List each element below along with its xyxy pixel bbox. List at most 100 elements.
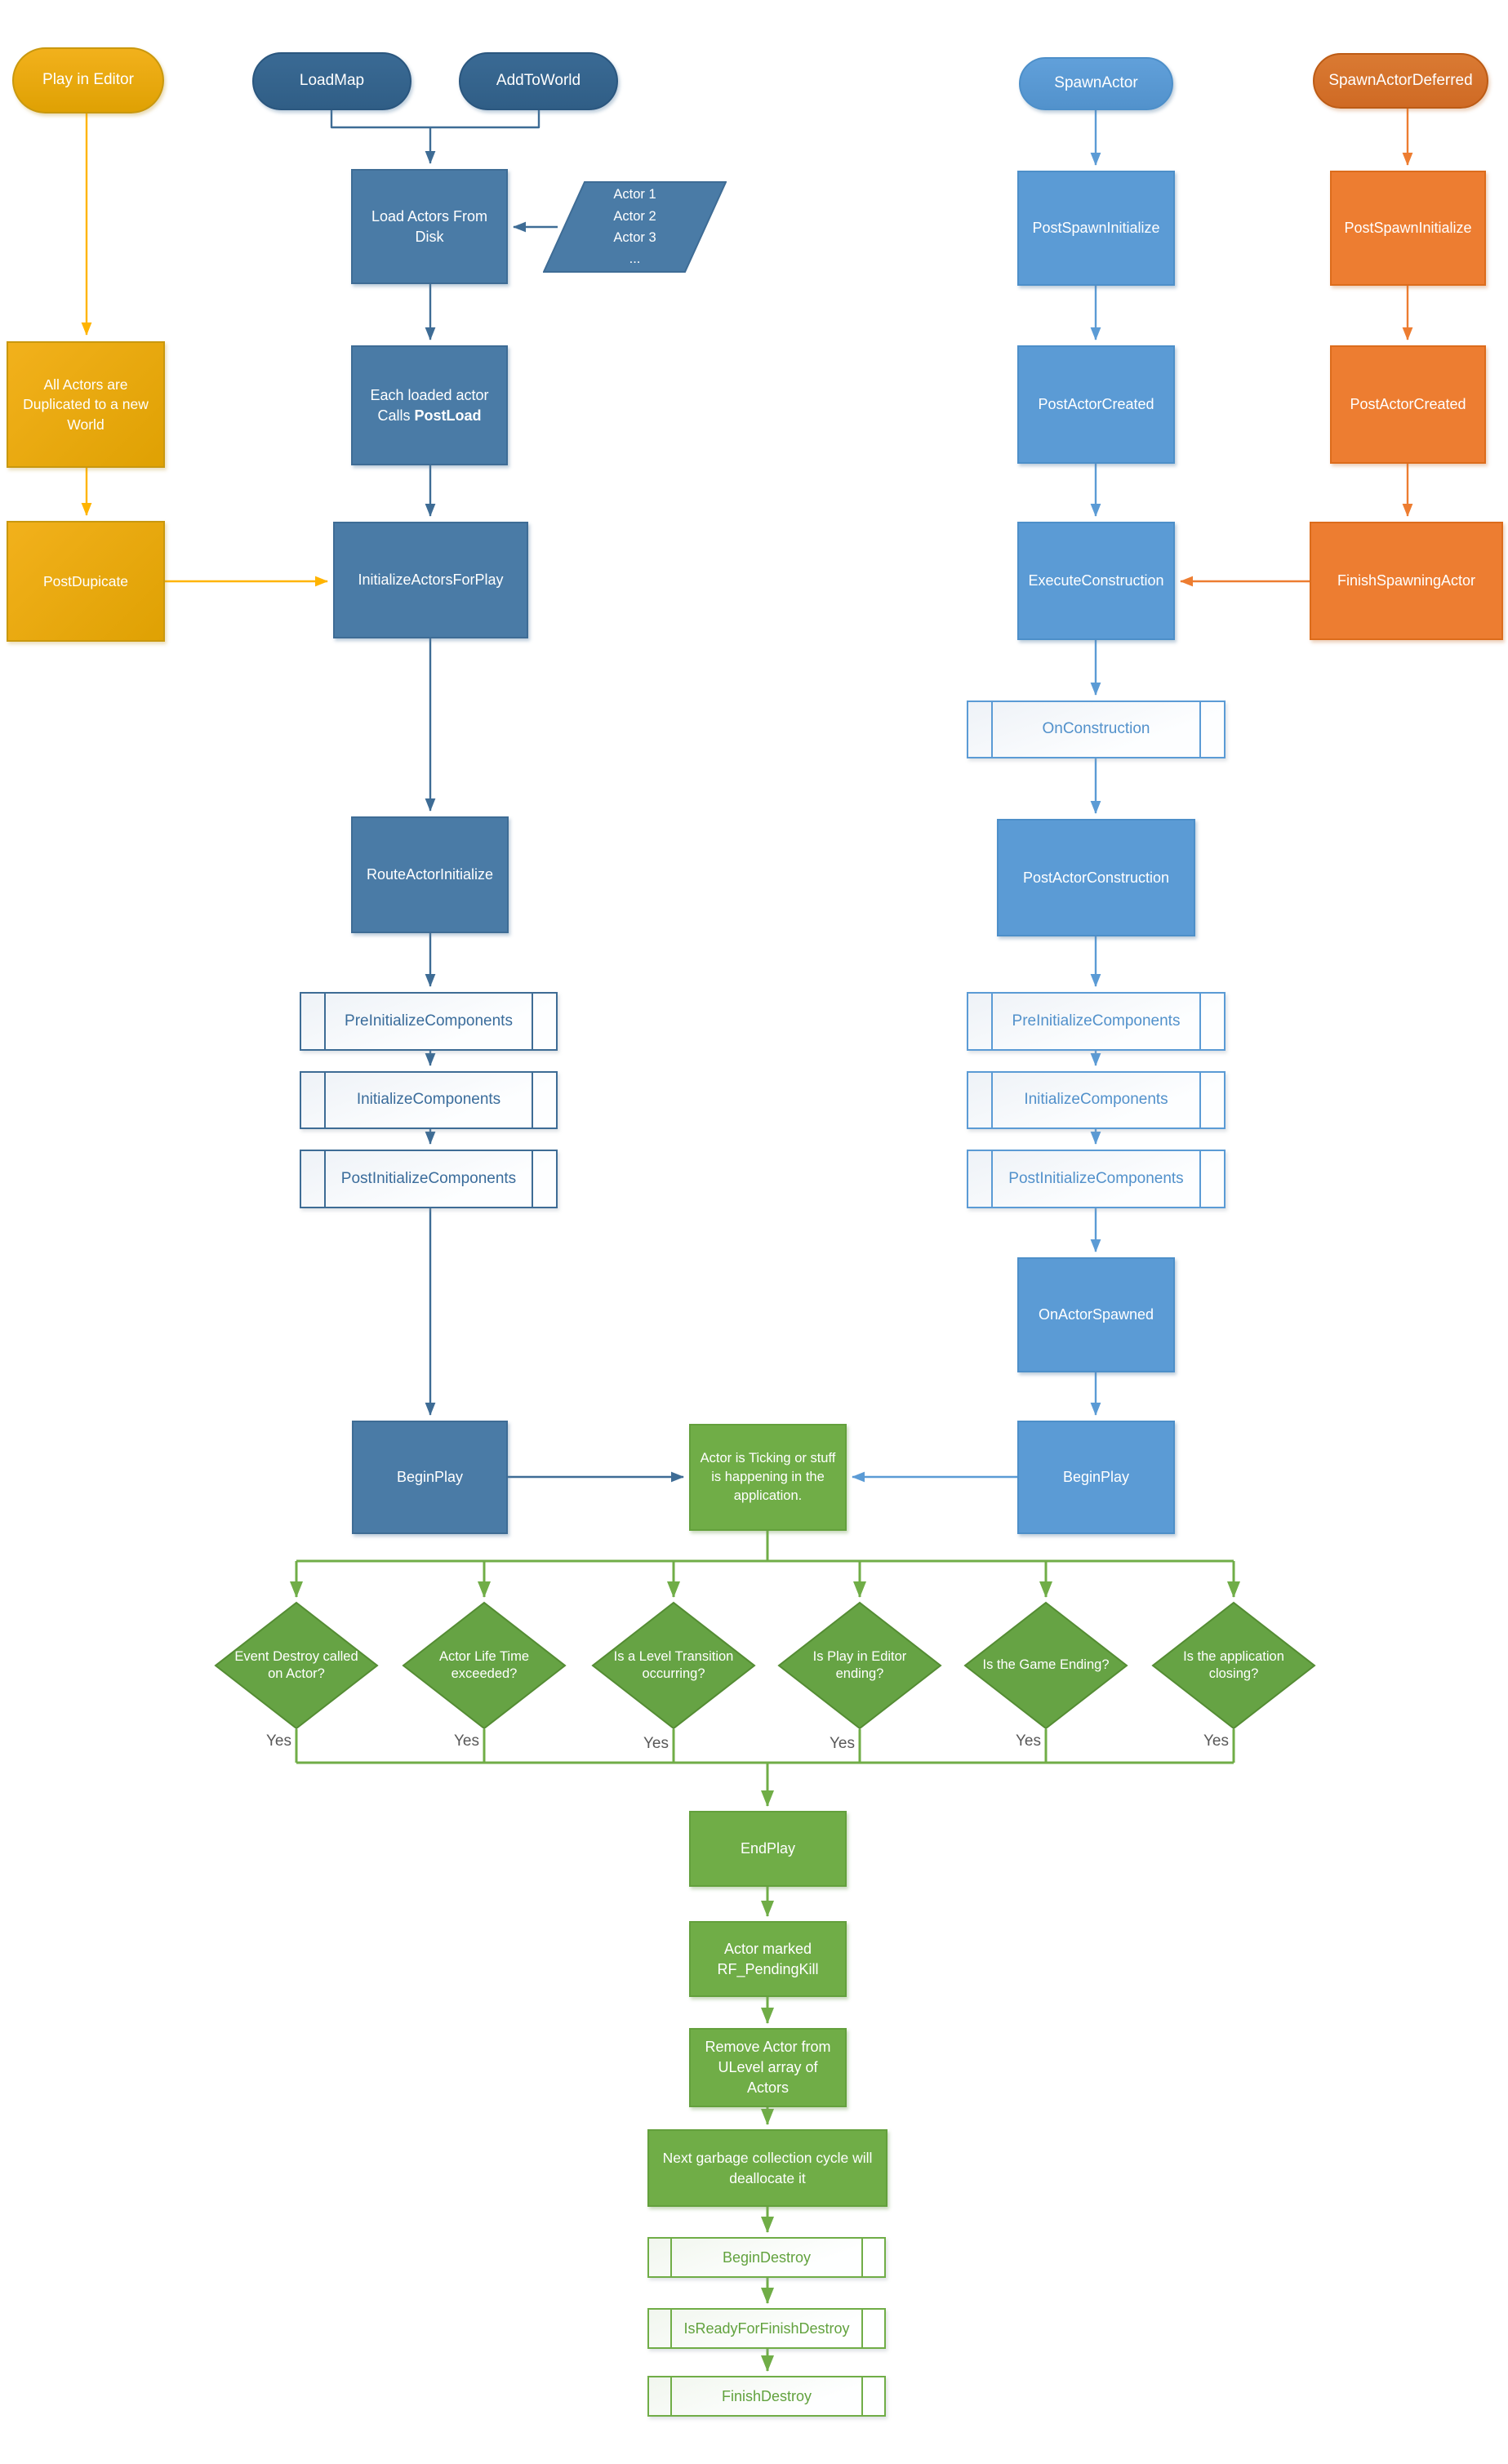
decision-level-transition: Is a Level Transition occurring? [591,1601,756,1730]
node-label: IsReadyForFinishDestroy [683,2319,850,2337]
predef-side-line [991,994,994,1049]
process-on-actor-spawned: OnActorSpawned [1017,1257,1175,1372]
process-finish-spawning-actor: FinishSpawningActor [1310,522,1503,640]
parallelogram-shape [543,181,727,273]
predef-side-line [1199,702,1201,757]
process-post-spawn-initialize-blue: PostSpawnInitialize [1017,171,1175,286]
terminator-addtoworld: AddToWorld [459,52,618,110]
each-loaded-line1: Each loaded actor [370,386,489,403]
node-label: PostDupicate [42,572,129,589]
predef-side-line [861,2239,864,2276]
predef-on-construction: OnConstruction [967,701,1226,758]
node-label: Actor marked RF_PendingKill [717,1940,819,1977]
branch-label-yes: Yes [830,1735,855,1752]
connector [330,110,540,129]
node-label: InitializeComponents [1024,1091,1168,1109]
predef-side-line [324,994,327,1049]
node-label: InitializeComponents [356,1091,501,1109]
predef-side-line [324,1151,327,1207]
process-all-actors-duplicated: All Actors are Duplicated to a new World [7,341,165,468]
diamond-shape [777,1601,942,1730]
predef-pre-initialize-components-left: PreInitializeComponents [300,992,558,1051]
predef-side-line [861,2377,864,2415]
process-postdupicate: PostDupicate [7,521,165,642]
predef-is-ready-for-finish-destroy: IsReadyForFinishDestroy [647,2308,886,2349]
node-label: Next garbage collection cycle will deall… [662,2150,873,2186]
node-label: All Actors are Duplicated to a new World [23,376,149,433]
node-label: RouteActorInitialize [366,866,494,883]
predef-post-initialize-components-right: PostInitializeComponents [967,1150,1226,1208]
terminator-spawnactor: SpawnActor [1019,57,1173,110]
node-label: BeginDestroy [722,2248,812,2266]
predef-initialize-components-left: InitializeComponents [300,1071,558,1129]
node-label: Is the application closing? [1183,1648,1284,1681]
predef-side-line [531,1151,533,1207]
node-label: Remove Actor from ULevel array of Actors [705,2039,831,2096]
predef-initialize-components-right: InitializeComponents [967,1071,1226,1129]
process-each-loaded-actor: Each loaded actor Calls PostLoad [351,345,508,465]
predef-side-line [991,702,994,757]
process-post-actor-created-blue: PostActorCreated [1017,345,1175,464]
node-label: PostActorCreated [1038,396,1154,413]
predef-side-line [669,2310,672,2347]
process-end-play: EndPlay [689,1811,847,1887]
process-begin-play-right: BeginPlay [1017,1421,1175,1534]
node-label: PreInitializeComponents [345,1012,513,1030]
data-actor-list: Actor 1 Actor 2 Actor 3 ... [543,181,727,273]
node-label: PreInitializeComponents [1012,1012,1181,1030]
decision-actor-lifetime: Actor Life Time exceeded? [402,1601,567,1730]
each-loaded-line2-bold: PostLoad [414,407,482,424]
decision-pie-ending: Is Play in Editor ending? [777,1601,942,1730]
predef-side-line [324,1073,327,1127]
node-label: BeginPlay [396,1469,464,1486]
actor-list-line: ... [629,251,641,267]
actor-list-line: Actor 2 [613,208,656,224]
predef-finish-destroy: FinishDestroy [647,2376,886,2417]
predef-side-line [991,1151,994,1207]
node-label: LoadMap [299,72,365,90]
node-label: Is Play in Editor ending? [812,1648,907,1681]
predef-begin-destroy: BeginDestroy [647,2237,886,2278]
terminator-play-in-editor: Play in Editor [12,47,164,113]
process-actor-marked-pending-kill: Actor marked RF_PendingKill [689,1921,847,1997]
predef-side-line [991,1073,994,1127]
process-execute-construction: ExecuteConstruction [1017,522,1175,640]
predef-pre-initialize-components-right: PreInitializeComponents [967,992,1226,1051]
node-label: Is a Level Transition occurring? [613,1648,734,1681]
terminator-spawnactordeferred: SpawnActorDeferred [1313,53,1488,109]
predef-side-line [531,1073,533,1127]
process-next-gc-cycle: Next garbage collection cycle will deall… [647,2129,887,2207]
node-label: AddToWorld [496,72,581,90]
process-begin-play-left: BeginPlay [352,1421,508,1534]
each-loaded-line2-prefix: Calls [377,407,415,424]
process-load-actors-from-disk: Load Actors From Disk [351,169,508,284]
branch-label-yes: Yes [1203,1732,1229,1750]
diamond-shape [1151,1601,1316,1730]
actor-list-lines: Actor 1 Actor 2 Actor 3 ... [613,184,656,270]
predef-side-line [1199,1151,1201,1207]
node-label: BeginPlay [1062,1469,1130,1486]
process-post-actor-created-orange: PostActorCreated [1330,345,1486,464]
node-label: Play in Editor [42,71,134,89]
predef-side-line [531,994,533,1049]
node-label: FinishSpawningActor [1337,572,1476,589]
branch-label-yes: Yes [643,1735,669,1752]
node-label: Each loaded actor Calls PostLoad [370,385,488,426]
node-label: PostActorCreated [1350,396,1466,413]
node-label: Event Destroy called on Actor? [234,1648,358,1681]
node-label: SpawnActor [1054,74,1138,92]
node-label: FinishDestroy [721,2387,812,2404]
process-post-actor-construction: PostActorConstruction [997,819,1195,936]
node-label: Actor Life Time exceeded? [438,1648,530,1681]
node-label: OnActorSpawned [1038,1306,1154,1323]
branch-label-yes: Yes [454,1732,479,1750]
process-remove-actor-from-ulevel: Remove Actor from ULevel array of Actors [689,2028,847,2107]
predef-side-line [1199,1073,1201,1127]
decision-event-destroy: Event Destroy called on Actor? [214,1601,379,1730]
node-label: Actor is Ticking or stuff is happening i… [700,1451,836,1503]
predef-side-line [669,2377,672,2415]
diamond-shape [214,1601,379,1730]
actor-list-line: Actor 3 [613,230,656,245]
process-post-spawn-initialize-orange: PostSpawnInitialize [1330,171,1486,286]
